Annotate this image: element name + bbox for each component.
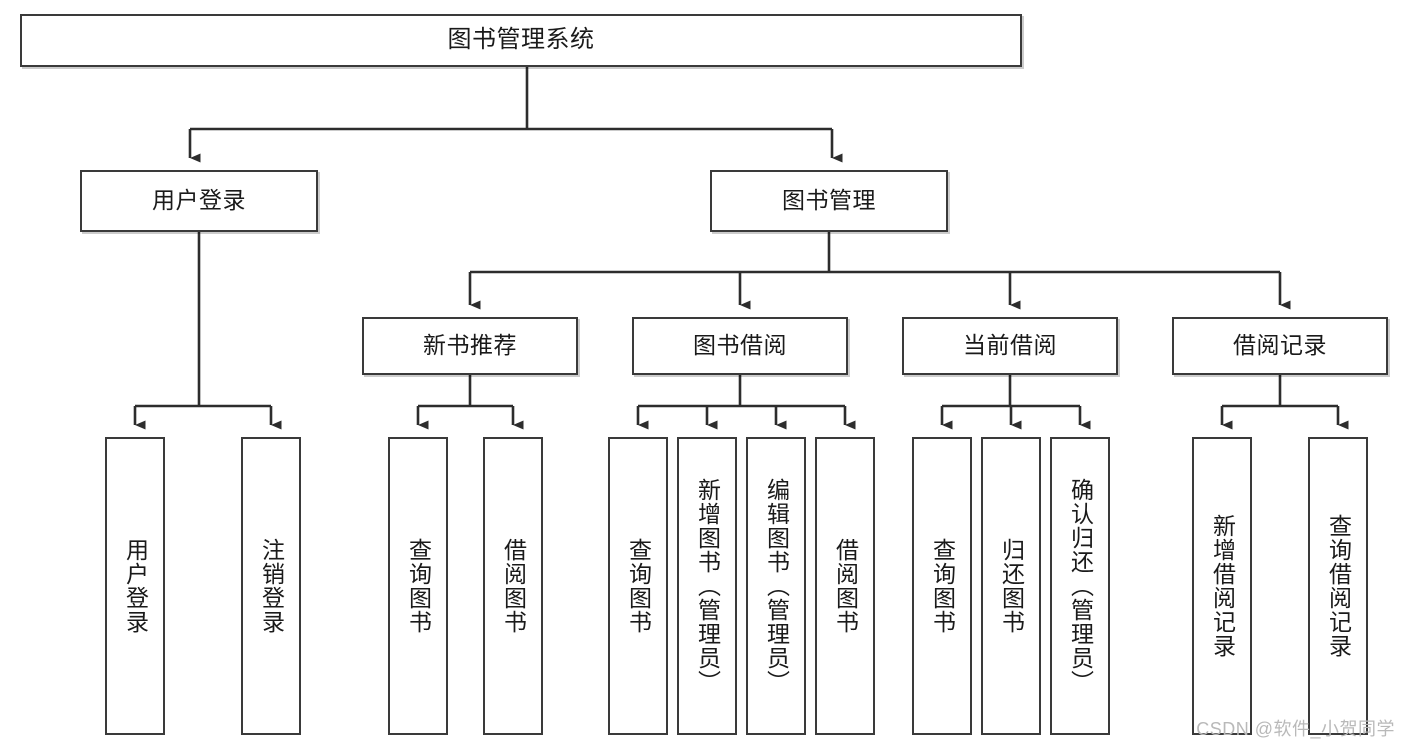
node-leaf-add-book[interactable]: 新增图书（管理员）	[677, 437, 737, 735]
node-label: 注销登录	[258, 538, 285, 634]
node-label: 用户登录	[152, 187, 246, 214]
node-label: 图书管理系统	[447, 26, 595, 54]
node-label: 当前借阅	[963, 332, 1057, 359]
node-leaf-borrow-book-new[interactable]: 借阅图书	[483, 437, 543, 735]
node-label: 查询图书	[929, 538, 956, 634]
node-leaf-query-book-current[interactable]: 查询图书	[912, 437, 972, 735]
node-leaf-user-login[interactable]: 用户登录	[105, 437, 165, 735]
node-label: 借阅记录	[1233, 332, 1327, 359]
node-leaf-query-record[interactable]: 查询借阅记录	[1308, 437, 1368, 735]
node-label: 归还图书	[998, 538, 1025, 634]
node-label: 新增图书（管理员）	[694, 478, 721, 694]
node-current-borrow[interactable]: 当前借阅	[902, 317, 1118, 375]
node-leaf-borrow-book[interactable]: 借阅图书	[815, 437, 875, 735]
node-user-login[interactable]: 用户登录	[80, 170, 318, 232]
node-label: 查询图书	[625, 538, 652, 634]
node-label: 编辑图书（管理员）	[763, 478, 790, 694]
node-label: 新增借阅记录	[1209, 514, 1236, 658]
node-leaf-query-book-new[interactable]: 查询图书	[388, 437, 448, 735]
node-label: 借阅图书	[500, 538, 527, 634]
node-label: 查询借阅记录	[1325, 514, 1352, 658]
node-book-borrow[interactable]: 图书借阅	[632, 317, 848, 375]
node-leaf-return-book[interactable]: 归还图书	[981, 437, 1041, 735]
node-leaf-query-book-borrow[interactable]: 查询图书	[608, 437, 668, 735]
node-label: 用户登录	[122, 538, 149, 634]
node-label: 图书借阅	[693, 332, 787, 359]
node-label: 查询图书	[405, 538, 432, 634]
node-book-management[interactable]: 图书管理	[710, 170, 948, 232]
node-root-book-management-system[interactable]: 图书管理系统	[20, 14, 1022, 67]
node-label: 借阅图书	[832, 538, 859, 634]
watermark-csdn: CSDN @软件_小贺同学	[1196, 719, 1395, 739]
node-label: 确认归还（管理员）	[1067, 478, 1094, 694]
node-leaf-confirm-return[interactable]: 确认归还（管理员）	[1050, 437, 1110, 735]
node-leaf-add-record[interactable]: 新增借阅记录	[1192, 437, 1252, 735]
node-new-book-recommend[interactable]: 新书推荐	[362, 317, 578, 375]
node-label: 图书管理	[782, 187, 876, 214]
node-leaf-edit-book[interactable]: 编辑图书（管理员）	[746, 437, 806, 735]
node-label: 新书推荐	[423, 332, 517, 359]
node-leaf-logout[interactable]: 注销登录	[241, 437, 301, 735]
node-borrow-record[interactable]: 借阅记录	[1172, 317, 1388, 375]
